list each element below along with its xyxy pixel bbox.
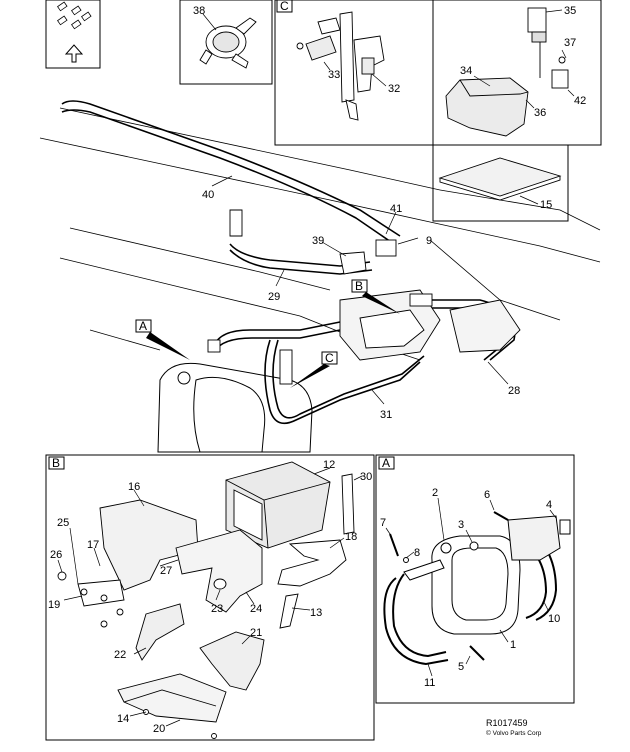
label-part-1: 1: [510, 639, 516, 651]
orientation-inset: [45, 0, 101, 69]
arrow-up-icon: [64, 44, 84, 63]
main-leaders: [211, 175, 509, 405]
label-part-2: 2: [432, 487, 438, 499]
label-part-4: 4: [546, 499, 552, 511]
inset-c: C 33 32: [274, 0, 434, 146]
callout-a-main: A: [135, 319, 190, 360]
label-part-20: 20: [153, 723, 165, 735]
detail-b-panel: B: [45, 454, 375, 741]
label-part-10: 10: [548, 613, 560, 625]
label-part-33: 33: [328, 69, 340, 81]
label-part-16: 16: [128, 481, 140, 493]
label-part-14: 14: [117, 713, 129, 725]
label-part-26: 26: [50, 549, 62, 561]
label-part-5: 5: [458, 661, 464, 673]
box-label-b-detail: B: [52, 456, 60, 470]
box-label-a-detail: A: [382, 456, 390, 470]
label-part-23: 23: [211, 603, 223, 615]
label-part-41: 41: [390, 203, 402, 215]
label-part-36: 36: [534, 107, 546, 119]
label-part-34: 34: [460, 65, 472, 77]
label-part-27: 27: [160, 565, 172, 577]
label-part-32: 32: [388, 83, 400, 95]
box-label-a-main: A: [139, 319, 147, 333]
label-part-12: 12: [323, 459, 335, 471]
label-part-11: 11: [424, 677, 435, 689]
label-part-15: 15: [540, 199, 552, 211]
label-part-21: 21: [250, 627, 262, 639]
label-part-31: 31: [380, 409, 392, 421]
truck-orientation-icon: [57, 1, 92, 30]
label-part-39: 39: [312, 235, 324, 247]
callout-b-main: B: [351, 279, 400, 314]
label-part-7: 7: [380, 517, 386, 529]
label-part-28: 28: [508, 385, 520, 397]
chassis-components: [207, 209, 521, 385]
label-part-19: 19: [48, 599, 60, 611]
detail-a-panel: A: [375, 454, 575, 704]
label-part-9: 9: [426, 235, 432, 247]
label-part-6: 6: [484, 489, 490, 501]
box-label-b-main: B: [355, 279, 363, 293]
callout-c-main: C: [290, 351, 338, 388]
label-part-29: 29: [268, 291, 280, 303]
label-part-42: 42: [574, 95, 586, 107]
label-part-35: 35: [564, 5, 576, 17]
inset-parts-34-42: 35 37 34 42 36: [432, 0, 602, 146]
label-part-40: 40: [202, 189, 214, 201]
label-part-38: 38: [193, 5, 205, 17]
box-label-c-inset: C: [280, 0, 289, 13]
tank-filler-cap: [177, 371, 191, 385]
label-part-13: 13: [310, 607, 322, 619]
label-part-3: 3: [458, 519, 464, 531]
label-part-25: 25: [57, 517, 69, 529]
label-part-18: 18: [345, 531, 357, 543]
copyright-notice: © Volvo Parts Corp: [486, 729, 542, 737]
inset-part-15: 15: [432, 144, 569, 222]
reference-number: R1017459: [486, 718, 528, 728]
label-part-22: 22: [114, 649, 126, 661]
label-part-37: 37: [564, 37, 576, 49]
label-part-8: 8: [414, 547, 420, 559]
box-label-c-main: C: [325, 351, 334, 365]
label-part-30: 30: [360, 471, 372, 483]
label-part-17: 17: [87, 539, 99, 551]
inset-part-38: 38: [179, 0, 273, 85]
label-part-24: 24: [250, 603, 262, 615]
